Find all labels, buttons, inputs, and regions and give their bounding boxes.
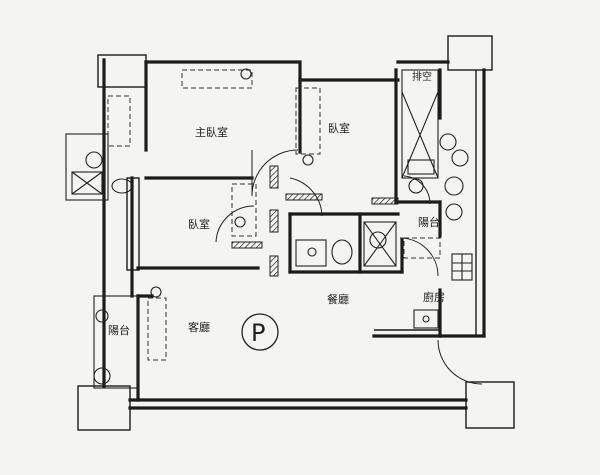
- room-label-bedroom-top: 臥室: [328, 121, 350, 135]
- cabinet-outlines: [107, 69, 441, 361]
- room-label-shaft: 排空: [412, 70, 432, 83]
- room-label-master-bedroom: 主臥室: [195, 125, 228, 139]
- room-label-bedroom-left: 臥室: [188, 217, 210, 231]
- bathroom-fixtures: [65, 68, 473, 389]
- room-label-living: 客廳: [188, 320, 210, 334]
- parking-letter: P: [251, 319, 265, 347]
- room-label-balcony-right: 陽台: [418, 215, 440, 229]
- interior-walls: [136, 68, 442, 402]
- room-label-kitchen: 廚房: [423, 290, 445, 304]
- exterior-walls: [102, 58, 486, 410]
- room-label-dining: 餐廳: [327, 292, 349, 306]
- hatched-columns: [231, 165, 399, 277]
- room-label-balcony-left: 陽台: [108, 323, 130, 337]
- parking-symbol: P: [241, 313, 279, 351]
